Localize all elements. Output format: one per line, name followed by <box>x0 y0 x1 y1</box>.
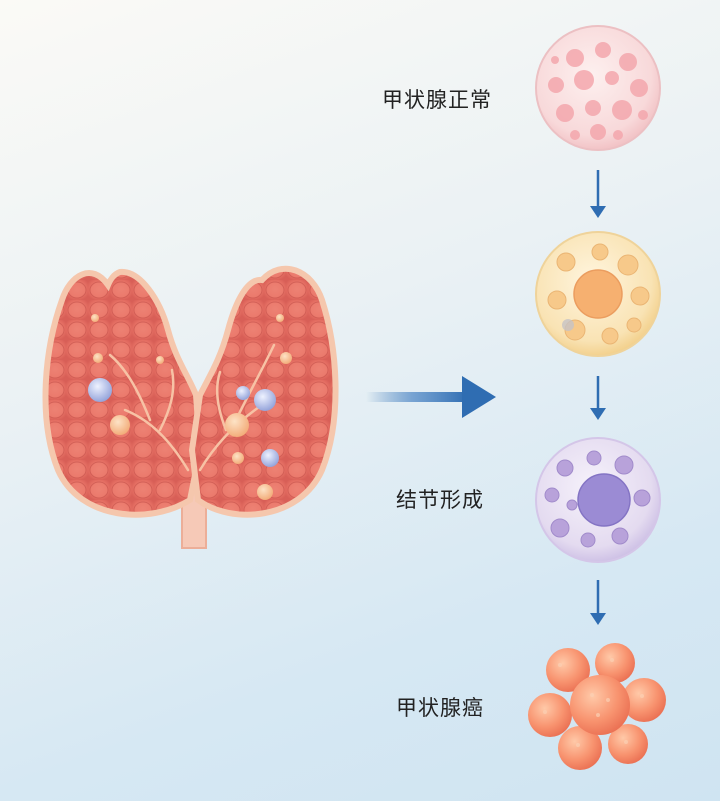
left-lobe <box>42 268 204 518</box>
down-arrow-icon <box>590 376 606 420</box>
nodule-formation-cell <box>535 437 661 563</box>
stage-label-normal: 甲状腺正常 <box>382 88 492 112</box>
stage-label-cancer: 甲状腺癌 <box>396 696 484 720</box>
early-nodule-cell <box>535 231 661 357</box>
down-arrow-icon <box>590 170 606 218</box>
gland-nodules <box>88 314 292 500</box>
thyroid-gland <box>42 265 339 549</box>
cancer-cell-cluster <box>528 643 666 770</box>
down-arrow-icon <box>590 580 606 625</box>
normal-cell <box>535 25 661 151</box>
stage-arrows <box>590 170 606 625</box>
progression-arrow <box>366 376 496 418</box>
stage-label-nodule: 结节形成 <box>396 488 484 512</box>
